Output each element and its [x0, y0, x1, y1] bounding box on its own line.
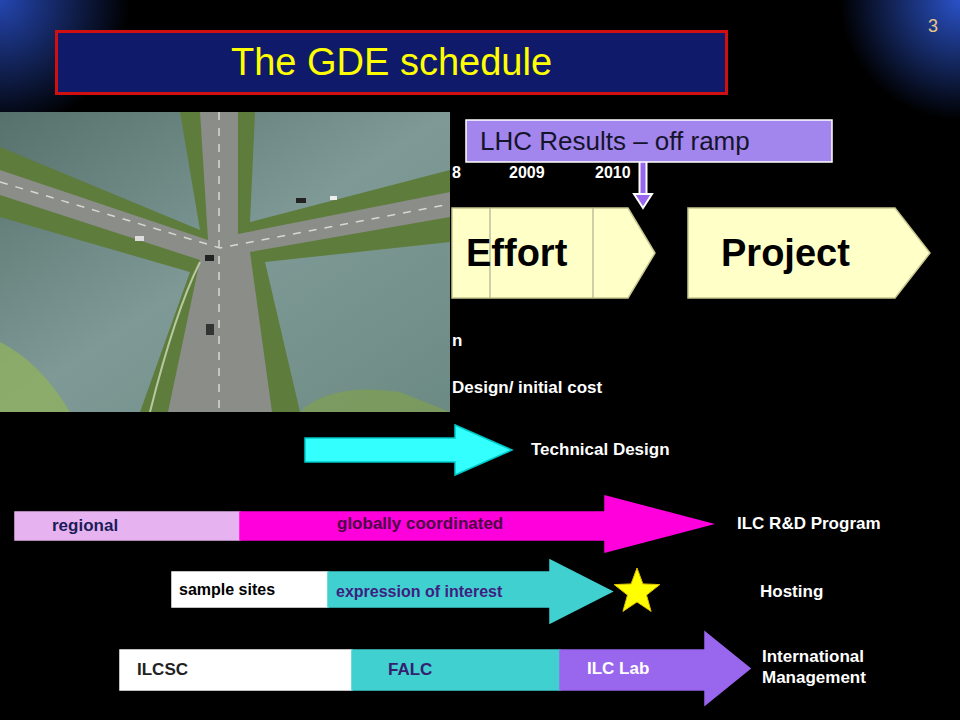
node-outline	[172, 572, 328, 607]
phase-divider	[592, 208, 593, 298]
node-outline	[352, 650, 560, 690]
row-heading: ILC R&D Program	[737, 513, 957, 534]
phase-segment: FALC	[352, 650, 560, 690]
node-outline	[240, 496, 712, 552]
node-shape	[352, 650, 560, 690]
node-text: ILC Lab	[587, 659, 649, 679]
node-outline	[15, 512, 240, 540]
phase-chevron: Effort	[452, 208, 655, 298]
node-outline	[452, 208, 655, 298]
phase-arrow: Project	[688, 208, 930, 298]
phase-segment: ILCSC	[120, 650, 352, 690]
node-text: Project	[721, 232, 850, 275]
node-text: Effort	[466, 232, 567, 275]
callout-box: LHC Results – off ramp	[466, 120, 832, 162]
arrow-head	[634, 194, 652, 208]
node-text: expression of interest	[336, 583, 502, 601]
node-shape	[15, 512, 240, 540]
timeline-arrow: globally coordinatedILC R&D Program	[240, 496, 712, 552]
node-outline	[120, 650, 352, 690]
page-number: 3	[928, 16, 938, 37]
connector-arrow	[634, 162, 652, 208]
node-outline	[688, 208, 930, 298]
node-text: LHC Results – off ramp	[480, 126, 750, 157]
phase-label: Design/ initial cost	[452, 378, 602, 398]
node-shape	[305, 425, 512, 475]
node-outline	[560, 632, 750, 705]
slide-title: The GDE schedule	[231, 41, 552, 84]
star-symbol	[614, 568, 660, 611]
year-label: 2009	[509, 164, 545, 182]
node-text: ILCSC	[137, 660, 188, 680]
node-outline	[328, 560, 612, 623]
timeline-arrow: ILC LabInternational Management	[560, 632, 750, 705]
node-outline	[466, 120, 832, 162]
connector-outline	[639, 162, 648, 194]
flooded-junction-photo	[0, 112, 450, 412]
timeline-arrow: Technical Design	[305, 425, 512, 475]
phase-segment: sample sites	[172, 572, 328, 607]
timeline-arrow: expression of interestHosting	[328, 560, 612, 623]
row-heading: Technical Design	[531, 439, 751, 460]
node-text: FALC	[388, 660, 432, 680]
connector-line	[641, 162, 646, 194]
phase-label: n	[452, 331, 462, 351]
node-text: regional	[52, 516, 118, 536]
row-heading: International Management	[762, 646, 932, 688]
row-heading: Hosting	[760, 581, 920, 602]
year-label: 8	[452, 164, 461, 182]
node-text: sample sites	[179, 581, 275, 599]
year-label: 2010	[595, 164, 631, 182]
title-box: The GDE schedule	[55, 30, 728, 95]
node-outline	[305, 425, 512, 475]
phase-segment: regional	[15, 512, 240, 540]
node-text: globally coordinated	[337, 514, 503, 534]
